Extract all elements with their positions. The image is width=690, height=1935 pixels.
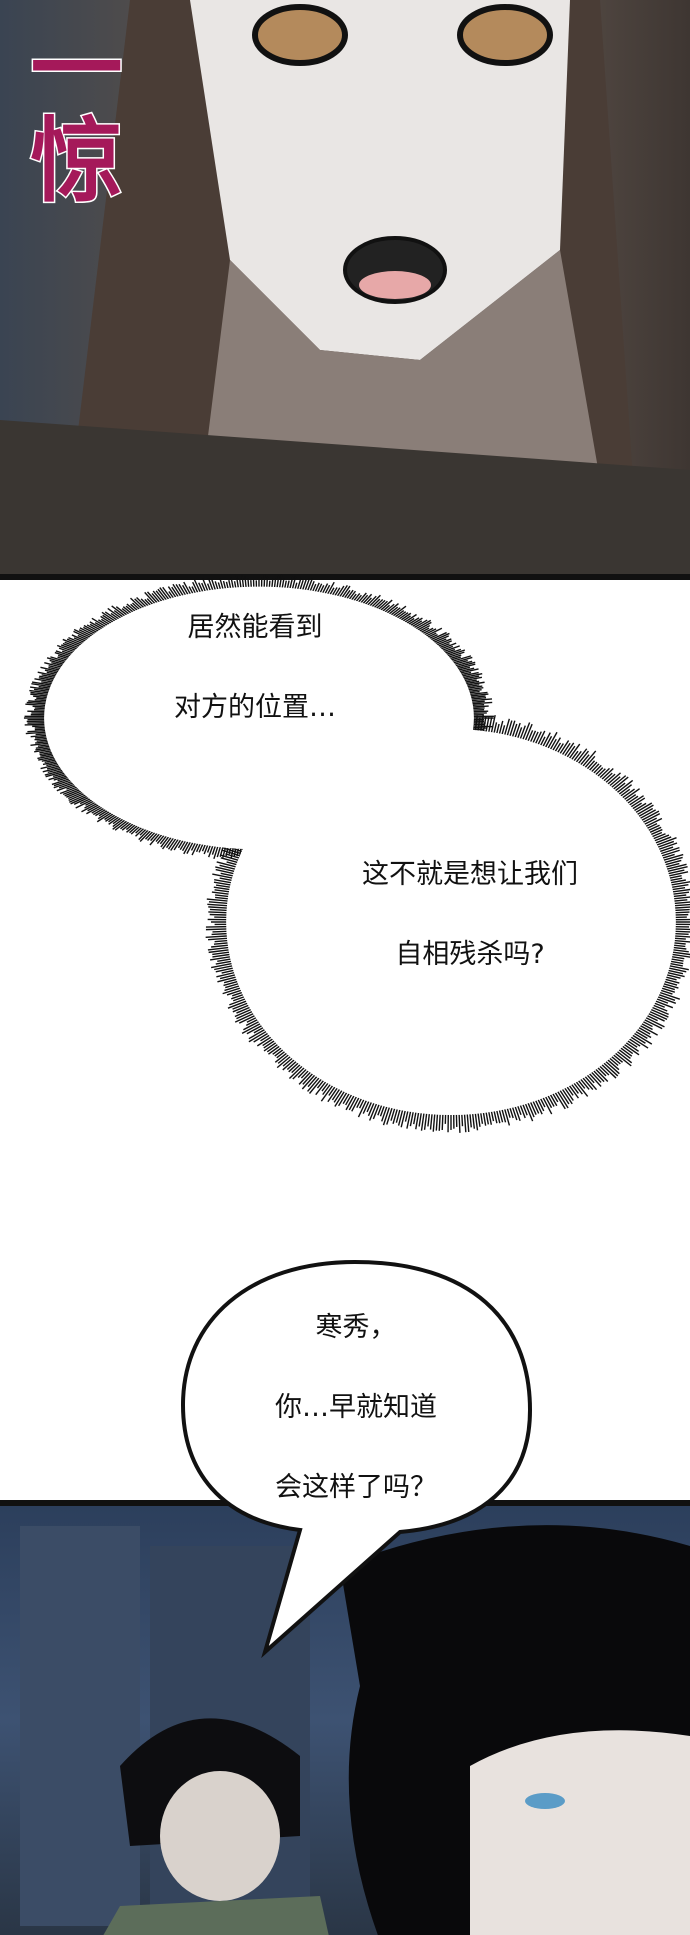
text-line: 你…早就知道 xyxy=(275,1388,437,1428)
comic-panel-two-characters xyxy=(0,1500,690,1935)
text-line: 会这样了吗？ xyxy=(275,1468,437,1508)
text-line: 对方的位置… xyxy=(174,688,336,728)
characters-illustration xyxy=(0,1506,690,1935)
text-line: 寒秀， xyxy=(275,1308,437,1348)
speech-bubble-text: 寒秀， 你…早就知道 会这样了吗？ xyxy=(275,1268,437,1548)
text-line: 这不就是想让我们 xyxy=(362,855,578,895)
thought-bubble-1-text: 居然能看到 对方的位置… xyxy=(174,568,336,768)
thought-bubble-2-text: 这不就是想让我们 自相残杀吗? xyxy=(362,815,578,1015)
text-line: 自相残杀吗? xyxy=(362,935,578,975)
text-line: 居然能看到 xyxy=(174,608,336,648)
